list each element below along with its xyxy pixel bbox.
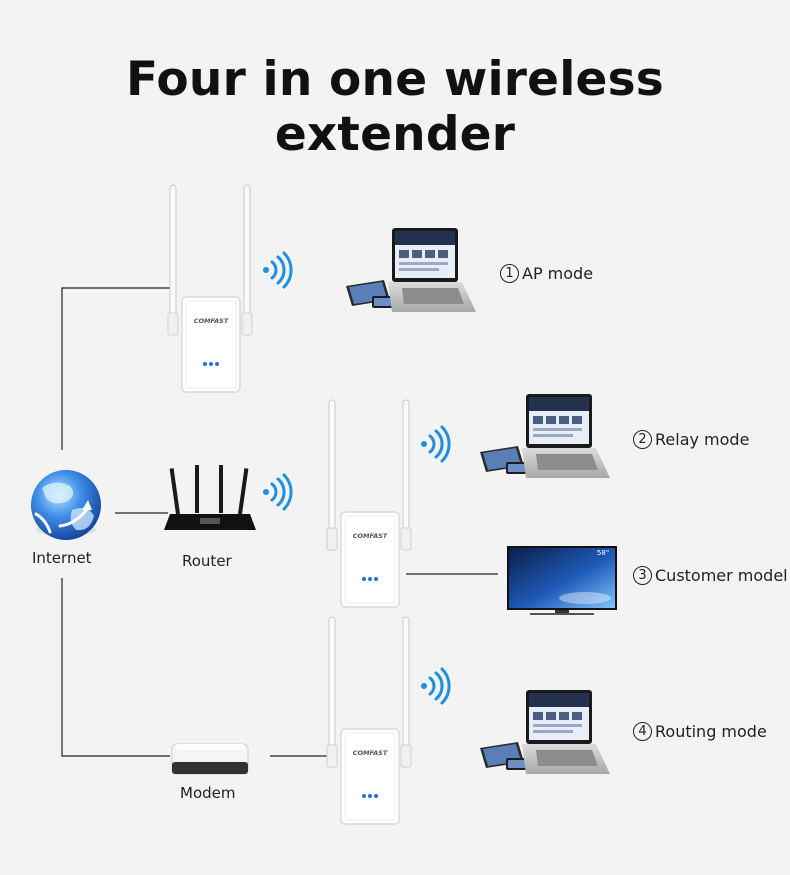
- line-internet-to-ap-extender: [61, 287, 170, 450]
- wifi-signal-icon: [261, 473, 293, 511]
- mode-text: AP mode: [522, 264, 594, 283]
- extender-relay-device: [326, 399, 412, 608]
- mode-label-routing: 4 Routing mode: [633, 722, 767, 741]
- extender-brand-label: COMFAST: [194, 317, 229, 325]
- internet-label: Internet: [32, 549, 92, 567]
- mode-text: Relay mode: [655, 430, 750, 449]
- extender-brand-label: COMFAST: [353, 532, 388, 540]
- tv-icon: [507, 546, 617, 615]
- laptop-devices-relay: [480, 394, 610, 478]
- laptop-devices-routing: [480, 690, 610, 774]
- mode-text: Customer model: [655, 566, 788, 585]
- mode-number: 3: [633, 566, 652, 585]
- wifi-signal-icon: [419, 425, 451, 463]
- mode-text: Routing mode: [655, 722, 767, 741]
- wifi-signal-icon: [419, 667, 451, 705]
- extender-routing-device: [326, 616, 412, 825]
- modem-label: Modem: [180, 784, 236, 802]
- tv-size-label: 58": [597, 549, 609, 557]
- mode-label-customer: 3 Customer model: [633, 566, 788, 585]
- mode-label-ap: 1 AP mode: [500, 264, 593, 283]
- mode-number: 1: [500, 264, 519, 283]
- modem-icon: [171, 743, 249, 775]
- globe-icon: [31, 470, 101, 540]
- mode-number: 2: [633, 430, 652, 449]
- wifi-signal-icon: [261, 251, 293, 289]
- page-title: Four in one wireless extender: [126, 52, 664, 162]
- laptop-devices-ap: [346, 228, 476, 312]
- connection-lines: [61, 287, 498, 757]
- mode-label-relay: 2 Relay mode: [633, 430, 749, 449]
- extender-ap-device: [167, 184, 253, 393]
- router-label: Router: [182, 552, 232, 570]
- router-icon: [164, 465, 256, 530]
- mode-number: 4: [633, 722, 652, 741]
- line-internet-to-modem: [61, 578, 170, 757]
- extender-brand-label: COMFAST: [353, 749, 388, 757]
